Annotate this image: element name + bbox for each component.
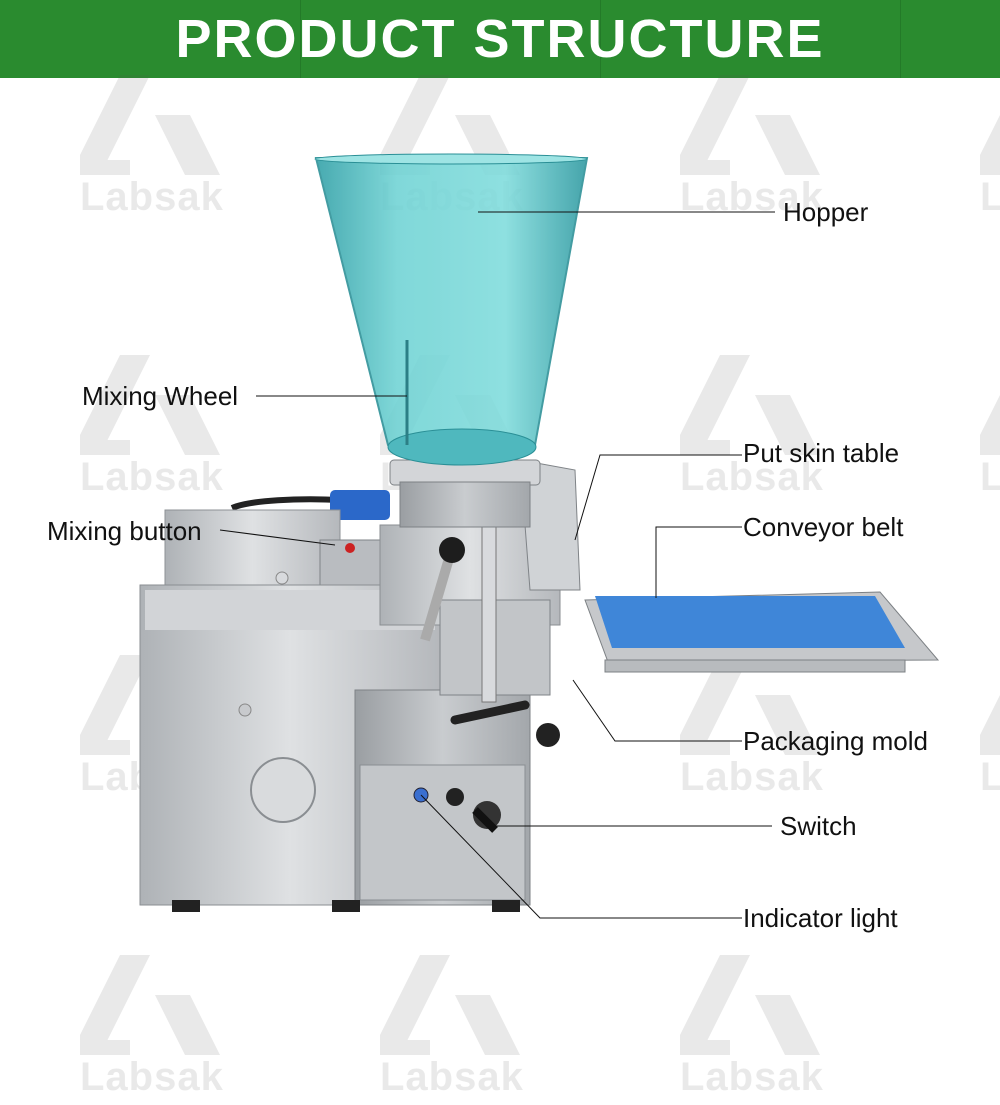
hopper-bottom xyxy=(387,428,537,466)
conveyor-belt xyxy=(595,596,905,648)
leader-conveyor-belt xyxy=(655,526,742,598)
label-conveyor-belt: Conveyor belt xyxy=(743,512,904,542)
hopper-body xyxy=(314,157,589,463)
foot xyxy=(492,900,520,912)
banner-divider xyxy=(300,0,301,78)
switch-panel xyxy=(359,764,526,901)
labsak-logo-icon xyxy=(980,115,1000,175)
watermark: Labsak xyxy=(680,655,840,805)
put-skin-table xyxy=(519,459,581,591)
labsak-logo-icon xyxy=(680,355,820,455)
control-box xyxy=(164,509,341,586)
label-mixing-button: Mixing button xyxy=(47,516,202,546)
watermark: Labsak xyxy=(80,75,240,225)
adjust-knob-icon xyxy=(536,723,560,747)
lever-knob-icon xyxy=(439,537,465,563)
machine-illustration xyxy=(139,153,940,919)
labsak-logo-icon xyxy=(980,395,1000,455)
watermark: Labsak xyxy=(980,75,1000,225)
mixing-button-icon xyxy=(345,543,355,553)
hopper-rim xyxy=(314,153,588,165)
banner-divider xyxy=(600,0,601,78)
title-banner: PRODUCT STRUCTURE xyxy=(0,0,1000,78)
label-indicator-light: Indicator light xyxy=(743,903,898,933)
watermark: Labsak xyxy=(980,655,1000,805)
power-cable xyxy=(230,496,341,511)
watermark: Labsak xyxy=(680,355,840,505)
label-put-skin-table: Put skin table xyxy=(743,438,900,468)
watermark: Labsak xyxy=(80,355,240,505)
leader-put-skin-table xyxy=(574,454,742,541)
foot xyxy=(172,900,200,912)
side-panel-disc xyxy=(250,757,316,823)
lever-arm xyxy=(420,553,455,642)
label-hopper: Hopper xyxy=(783,197,869,227)
foot xyxy=(332,900,360,912)
labsak-logo-icon xyxy=(680,75,820,175)
labsak-logo-icon xyxy=(80,355,220,455)
leader-packaging-mold xyxy=(572,679,742,742)
banner-divider xyxy=(900,0,901,78)
screw-icon xyxy=(275,571,289,585)
label-switch: Switch xyxy=(780,811,857,841)
screw-icon xyxy=(238,703,252,717)
label-mixing-wheel: Mixing Wheel xyxy=(82,381,239,411)
switch-lever xyxy=(472,807,498,833)
hopper-base xyxy=(399,481,531,528)
knob-icon xyxy=(446,788,464,806)
labsak-logo-icon xyxy=(980,695,1000,755)
labsak-logo-icon xyxy=(680,655,820,755)
leader-indicator-light xyxy=(420,794,742,919)
switch-icon xyxy=(473,801,501,829)
leader-mixing-button xyxy=(219,529,336,546)
handle xyxy=(450,700,530,725)
watermark: Labsak xyxy=(980,355,1000,505)
label-packaging-mold: Packaging mold xyxy=(743,726,928,756)
cable-connector xyxy=(330,490,390,520)
labsak-logo-icon xyxy=(80,75,220,175)
conveyor-rail xyxy=(604,659,906,673)
page-title: PRODUCT STRUCTURE xyxy=(175,9,825,69)
leader-lines xyxy=(219,211,775,919)
